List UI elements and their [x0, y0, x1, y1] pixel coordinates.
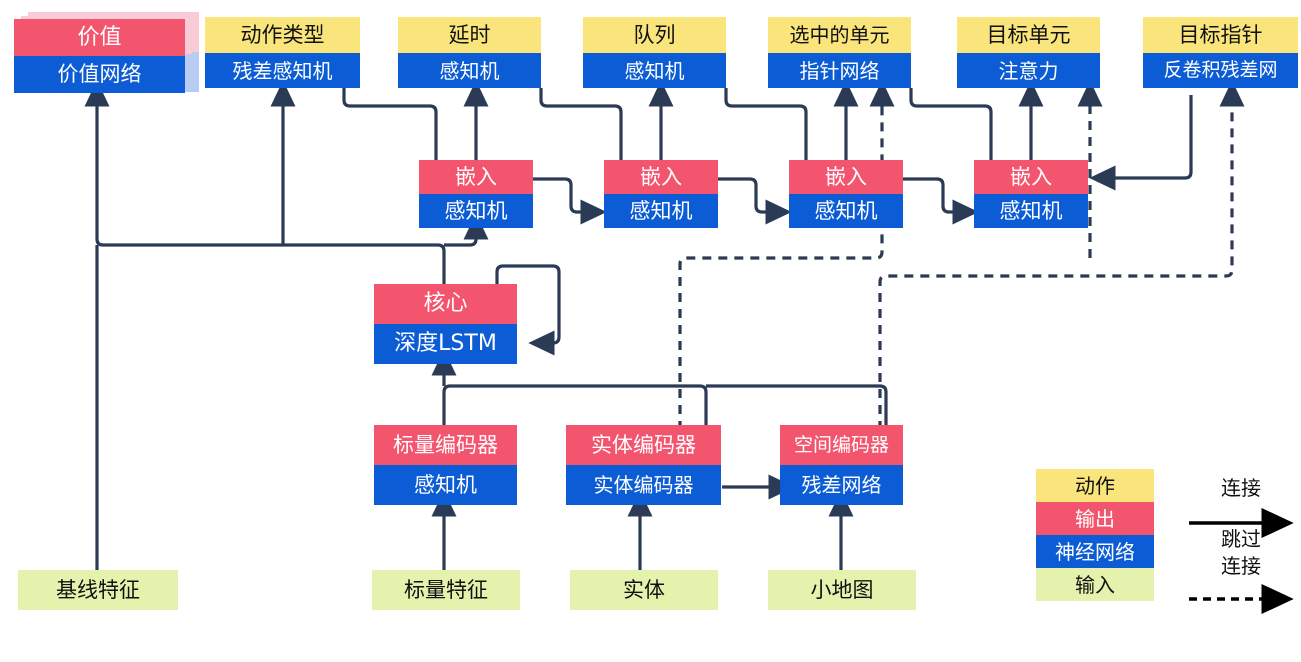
embed-node-1[interactable]: 嵌入 感知机: [419, 160, 533, 228]
wire-core-to-embed1: [444, 213, 489, 247]
input-node-minimap[interactable]: 小地图: [768, 570, 916, 610]
encoder-node-spatial-output: 空间编码器: [780, 425, 903, 465]
input-node-entities[interactable]: 实体: [570, 570, 718, 610]
legend-item-input: 输入: [1036, 568, 1154, 601]
embed-node-4[interactable]: 嵌入 感知机: [974, 160, 1088, 228]
input-node-scalar-features[interactable]: 标量特征: [372, 570, 520, 610]
output-node-action-type-network: 残差感知机: [205, 53, 360, 88]
output-node-delay-network: 感知机: [398, 53, 541, 88]
wire-encoder-bus-spatial: [706, 384, 888, 430]
embed-node-3[interactable]: 嵌入 感知机: [789, 160, 903, 228]
encoder-node-scalar[interactable]: 标量编码器 感知机: [374, 425, 517, 505]
embed-node-2[interactable]: 嵌入 感知机: [604, 160, 718, 228]
core-node-output: 核心: [374, 284, 517, 324]
output-node-action-type-action: 动作类型: [205, 17, 360, 53]
input-node-baseline-features[interactable]: 基线特征: [18, 570, 178, 610]
output-node-value[interactable]: 价值 价值网络: [14, 19, 185, 93]
encoder-node-entity[interactable]: 实体编码器 实体编码器: [566, 425, 721, 505]
legend-item-action: 动作: [1036, 469, 1154, 502]
output-node-target-point-network: 反卷积残差网: [1143, 53, 1298, 88]
input-node-entities-label: 实体: [570, 570, 718, 610]
embed-node-1-network: 感知机: [419, 194, 533, 228]
output-node-action-type[interactable]: 动作类型 残差感知机: [205, 17, 360, 88]
encoder-node-spatial[interactable]: 空间编码器 残差网络: [780, 425, 903, 505]
wire-embed1-to-embed2: [533, 177, 607, 225]
input-node-baseline-features-label: 基线特征: [18, 570, 178, 610]
output-node-value-network: 价值网络: [14, 56, 185, 93]
output-node-queue-action: 队列: [583, 17, 726, 53]
embed-node-3-output: 嵌入: [789, 160, 903, 194]
output-node-target-unit-action: 目标单元: [957, 17, 1100, 53]
output-node-target-unit-network: 注意力: [957, 53, 1100, 88]
wire-encoder-bus-entity: [442, 384, 708, 430]
skip-entityenc-to-selected-units: [678, 80, 895, 430]
output-node-target-point-action: 目标指针: [1143, 17, 1298, 53]
skip-spatialenc-to-target-point: [878, 80, 1245, 430]
wire-embed2-to-embed3: [718, 177, 792, 225]
output-node-target-unit[interactable]: 目标单元 注意力: [957, 17, 1100, 88]
output-node-selected-units-network: 指针网络: [768, 53, 911, 88]
core-node[interactable]: 核心 深度LSTM: [374, 284, 517, 364]
output-node-delay-action: 延时: [398, 17, 541, 53]
embed-node-3-network: 感知机: [789, 194, 903, 228]
input-node-scalar-features-label: 标量特征: [372, 570, 520, 610]
output-node-target-point[interactable]: 目标指针 反卷积残差网: [1143, 17, 1298, 88]
encoder-node-scalar-network: 感知机: [374, 465, 517, 505]
legend-item-output: 输出: [1036, 502, 1154, 535]
encoder-node-entity-output: 实体编码器: [566, 425, 721, 465]
output-node-delay[interactable]: 延时 感知机: [398, 17, 541, 88]
encoder-node-scalar-output: 标量编码器: [374, 425, 517, 465]
embed-node-4-output: 嵌入: [974, 160, 1088, 194]
output-node-queue-network: 感知机: [583, 53, 726, 88]
legend-skip-label-line1: 跳过: [1221, 527, 1261, 551]
encoder-node-spatial-network: 残差网络: [780, 465, 903, 505]
legend-connection-label: 连接: [1221, 476, 1261, 500]
core-node-network: 深度LSTM: [374, 324, 517, 364]
output-node-selected-units-action: 选中的单元: [768, 17, 911, 53]
legend-item-network: 神经网络: [1036, 535, 1154, 568]
encoder-node-entity-network: 实体编码器: [566, 465, 721, 505]
embed-node-2-network: 感知机: [604, 194, 718, 228]
output-node-selected-units[interactable]: 选中的单元 指针网络: [768, 17, 911, 88]
embed-node-1-output: 嵌入: [419, 160, 533, 194]
wire-embed3-to-embed4: [903, 177, 979, 225]
skip-connections: [678, 80, 1245, 430]
legend-skip-label-line2: 连接: [1221, 554, 1261, 578]
input-node-minimap-label: 小地图: [768, 570, 916, 610]
output-node-queue[interactable]: 队列 感知机: [583, 17, 726, 88]
legend-color-key: 动作 输出 神经网络 输入: [1036, 469, 1154, 601]
embed-node-4-network: 感知机: [974, 194, 1088, 228]
legend-line-key: 连接 跳过 连接: [1185, 478, 1297, 606]
wire-targetunit-to-embed4: [1089, 95, 1193, 191]
wire-core-to-value: [84, 80, 446, 284]
embed-node-2-output: 嵌入: [604, 160, 718, 194]
output-node-value-action: 价值: [14, 19, 185, 56]
